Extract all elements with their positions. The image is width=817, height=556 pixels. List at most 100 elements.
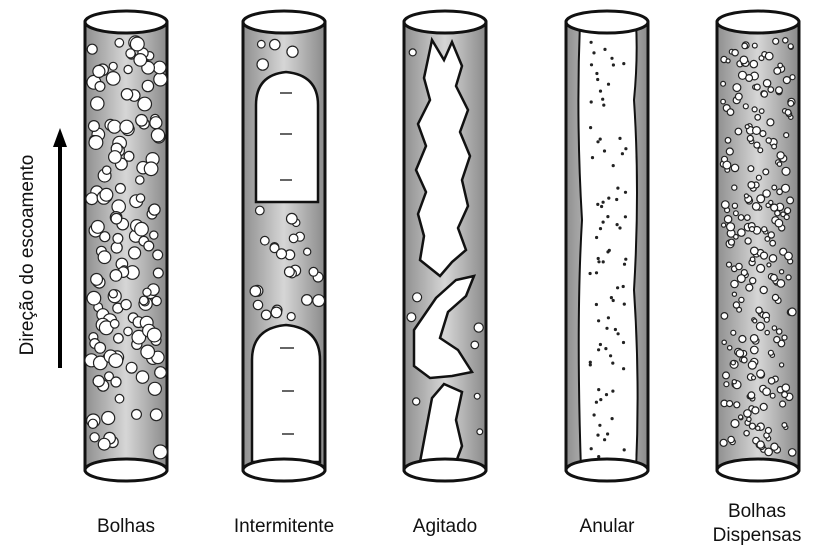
bubble [106, 72, 120, 86]
droplet [590, 100, 593, 103]
bubble [150, 231, 158, 239]
droplet [618, 226, 621, 229]
droplet [595, 72, 598, 75]
bubble [756, 307, 762, 313]
bubble [110, 270, 122, 282]
bubble [731, 164, 738, 171]
bubble [150, 117, 162, 129]
bubble [727, 401, 733, 407]
bubble [140, 296, 149, 305]
bubble [732, 380, 736, 384]
bubble [120, 120, 133, 133]
bubble [751, 247, 759, 255]
droplet [611, 390, 614, 393]
bubble [752, 407, 759, 414]
bubble [304, 248, 311, 255]
bubble [130, 37, 144, 51]
bubble [114, 334, 124, 344]
bubble [747, 417, 751, 421]
bubble [87, 44, 97, 54]
droplet [600, 205, 603, 208]
regime-label-intermitente: Intermitente [214, 515, 354, 539]
droplet [616, 286, 619, 289]
bubble [109, 62, 117, 70]
bubble [777, 162, 781, 166]
bubble [761, 252, 768, 259]
bubble [153, 61, 166, 74]
droplet [593, 413, 596, 416]
bubble [153, 250, 163, 260]
bubble [109, 354, 123, 368]
bubble [751, 346, 759, 354]
droplet [607, 316, 610, 319]
bubble [731, 280, 738, 287]
bubble [767, 119, 774, 126]
droplet [618, 137, 621, 140]
bubble [788, 44, 793, 49]
bubble [116, 184, 126, 194]
bubble [753, 127, 761, 135]
bubble [762, 227, 767, 232]
bubble [413, 293, 422, 302]
bubble [742, 43, 748, 49]
droplet [595, 401, 598, 404]
bubble [729, 239, 735, 245]
bubble [741, 357, 747, 363]
bubble [150, 409, 162, 421]
bubble [771, 204, 778, 211]
bubble [754, 142, 760, 148]
bubble [721, 99, 726, 104]
bubble [413, 398, 420, 405]
droplet [622, 285, 625, 288]
bubble [302, 295, 313, 306]
droplet [607, 83, 610, 86]
bubble [760, 286, 767, 293]
bubble [770, 240, 776, 246]
bubble [735, 93, 742, 100]
bubble [768, 87, 774, 93]
bubble [743, 104, 748, 109]
bubble [744, 431, 749, 436]
bubble [261, 310, 271, 320]
bubble [764, 317, 769, 322]
droplet [597, 348, 600, 351]
bubble [782, 392, 788, 398]
bubble [782, 167, 790, 175]
bubble [144, 162, 158, 176]
bubble [755, 115, 761, 121]
bubble [752, 203, 760, 211]
droplet [622, 341, 625, 344]
bubble [257, 59, 268, 70]
droplet [590, 447, 593, 450]
bubble [790, 75, 795, 80]
bubble [744, 410, 751, 417]
bubble [748, 392, 755, 399]
bubble [109, 290, 117, 298]
bubble [748, 182, 755, 189]
bubble [759, 109, 764, 114]
bubble [287, 213, 298, 224]
bubble [309, 267, 318, 276]
regime-label-anular: Anular [557, 515, 657, 539]
bubble [313, 295, 325, 307]
bubble [253, 300, 262, 309]
droplet [606, 215, 609, 218]
flow-direction-arrow [53, 128, 67, 368]
bubble [772, 326, 776, 330]
bubble [745, 215, 751, 221]
bubble [724, 382, 729, 387]
bubble [474, 393, 480, 399]
bubble [135, 222, 149, 236]
bubble [154, 445, 168, 459]
droplet [624, 191, 627, 194]
bubble [740, 56, 748, 64]
bubble [151, 129, 164, 142]
bubble [138, 97, 152, 111]
bubble [95, 342, 106, 353]
bubble [87, 291, 101, 305]
droplet [610, 57, 613, 60]
droplet [597, 388, 600, 391]
droplet [612, 63, 615, 66]
bubble [739, 336, 746, 343]
droplet [602, 201, 605, 204]
